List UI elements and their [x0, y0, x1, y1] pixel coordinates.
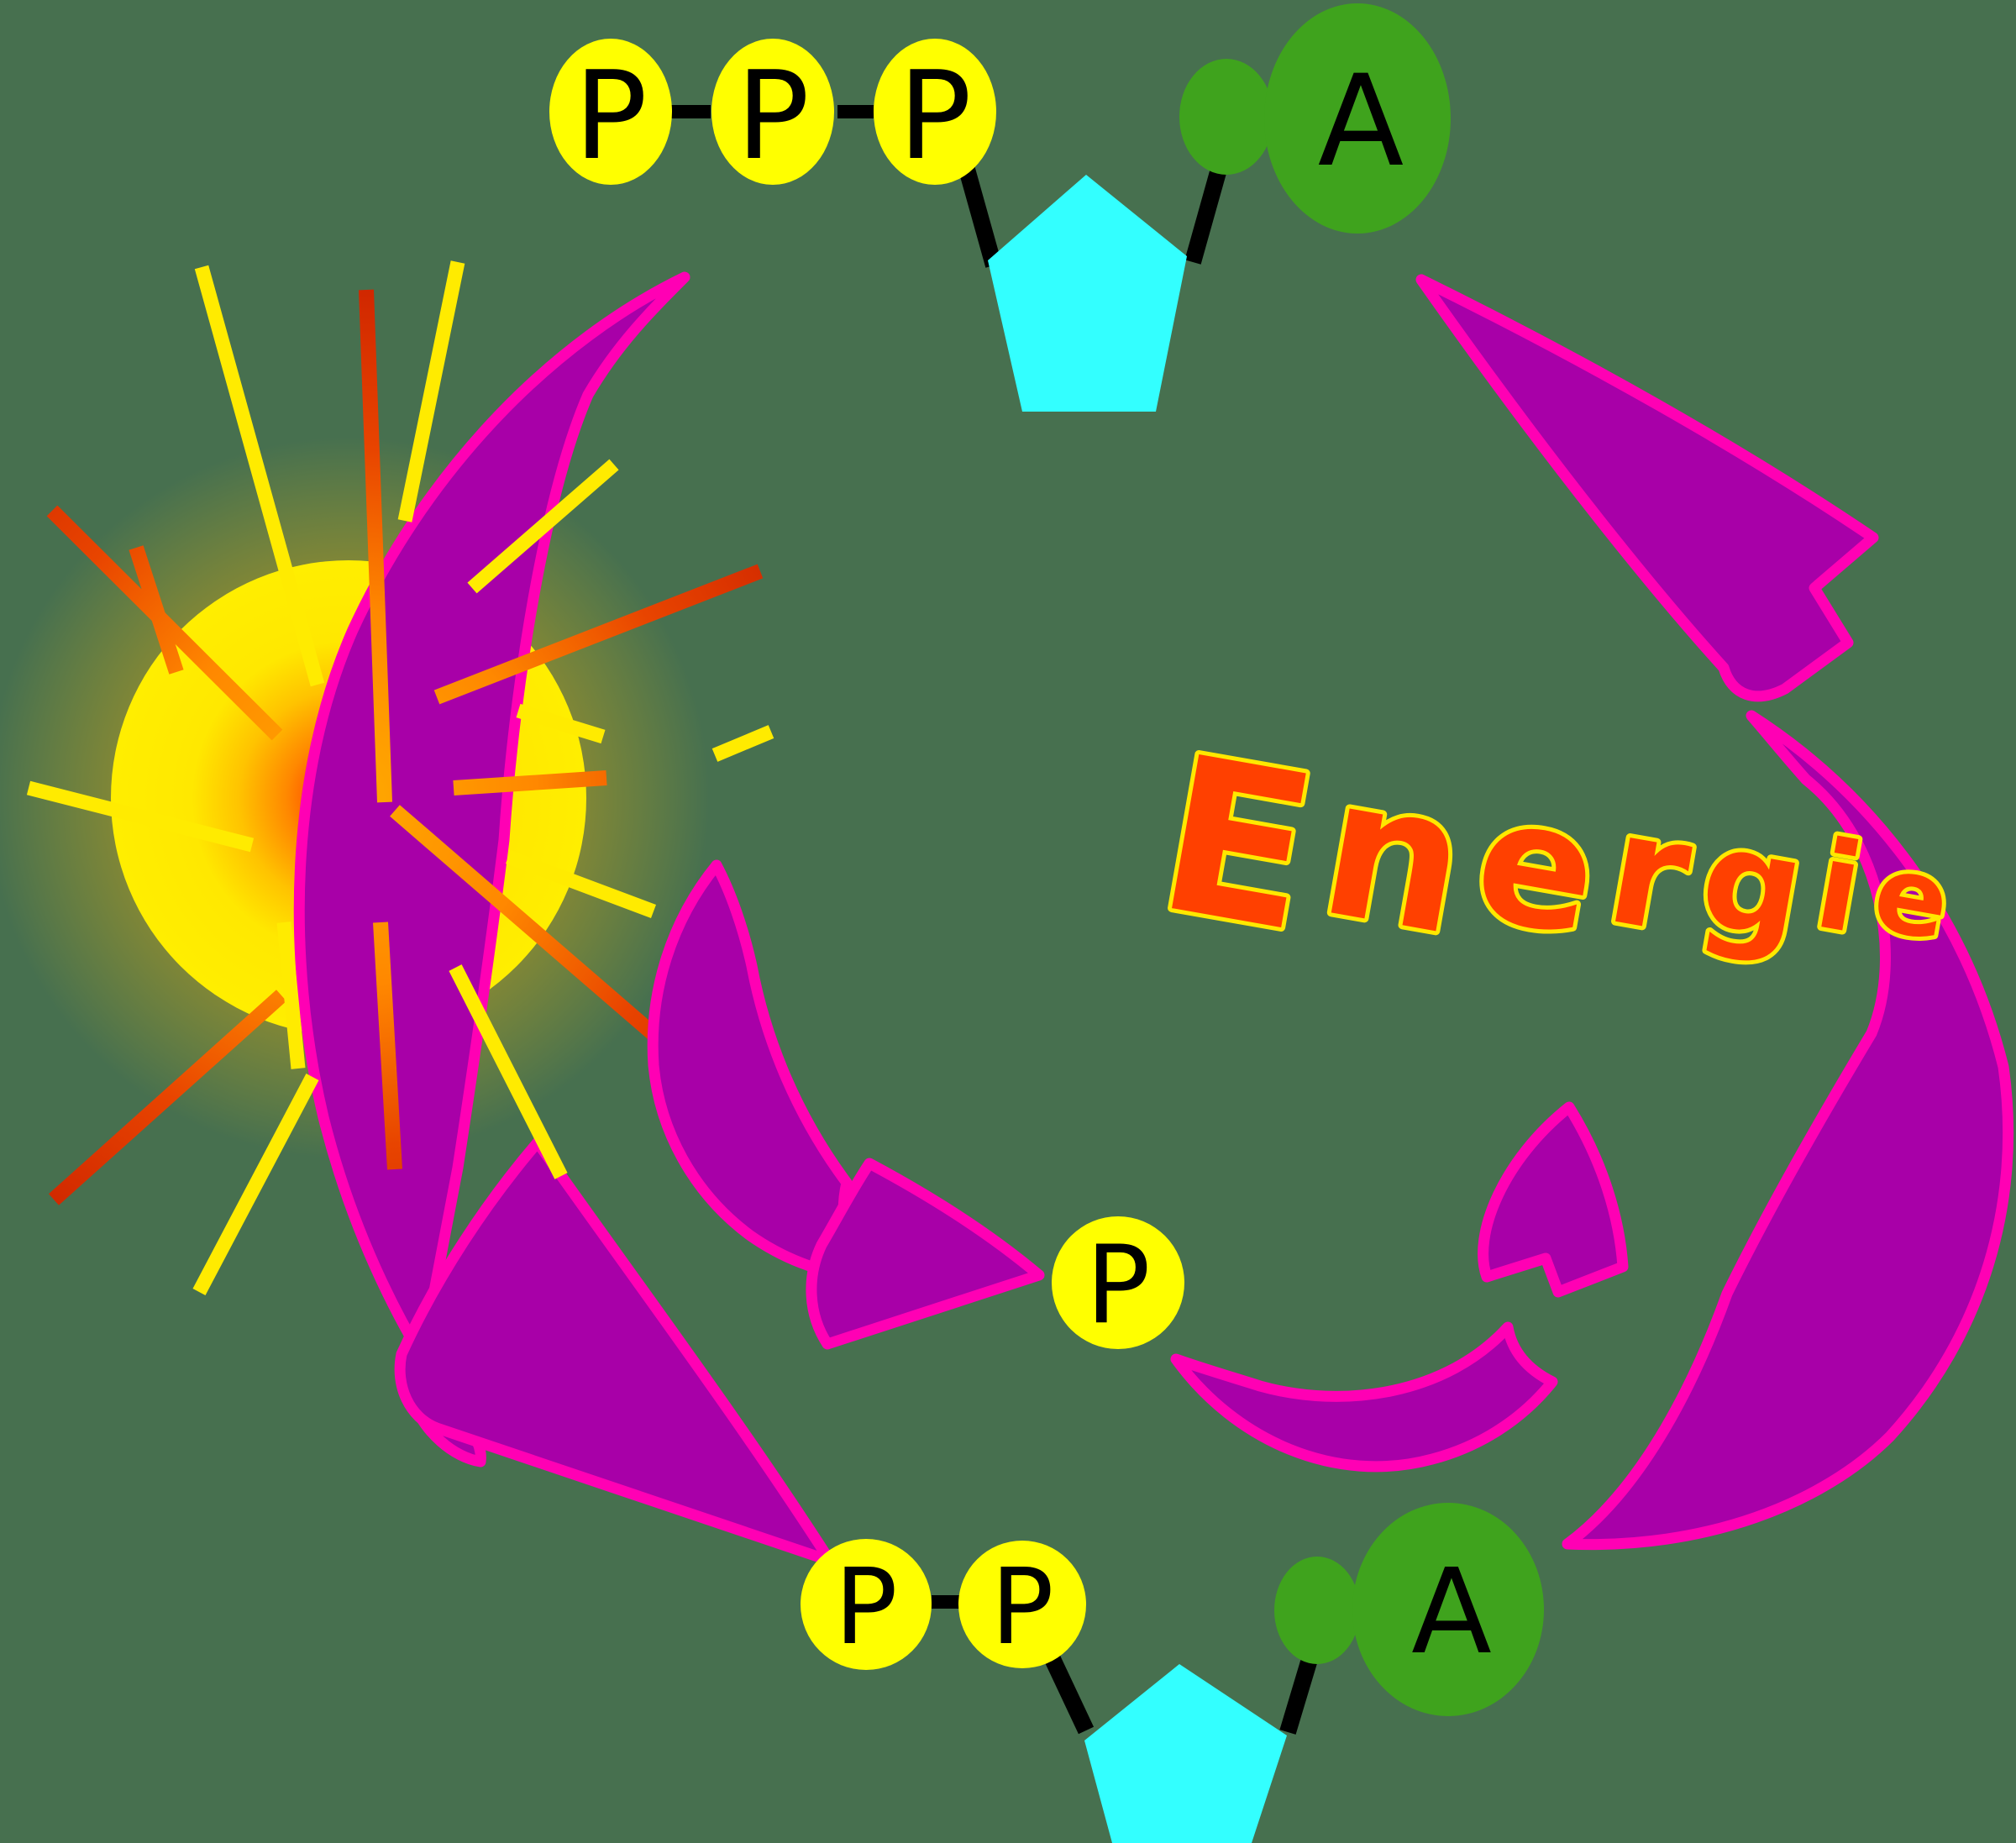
- atp-bond-p3-ribose: [958, 164, 1002, 268]
- energie-letter: n: [1307, 734, 1483, 979]
- arrow-phosphate-release-body: [647, 859, 863, 1283]
- sun-ray: [397, 260, 465, 522]
- sun-ray: [506, 850, 656, 918]
- arrow-right-cycle: [1415, 274, 2014, 1551]
- arrow-right-head: [1415, 274, 1879, 702]
- adp-bond-ribose-adenine: [1279, 1654, 1319, 1735]
- arrow-phosphate-release-head: [806, 1158, 1045, 1350]
- sun-ray: [276, 922, 306, 1069]
- free-phosphate-circle: [1052, 1216, 1184, 1349]
- sun-ray: [390, 805, 690, 1067]
- adp-adenine-circle: [1352, 1503, 1544, 1716]
- atp-adenine-circle: [1264, 3, 1451, 234]
- adp-adenine-label: A: [1411, 1544, 1492, 1681]
- sun-ray: [433, 564, 764, 705]
- atp-adenine-small-circle: [1179, 59, 1273, 175]
- sun-ray: [48, 990, 287, 1205]
- atp-phosphate-1-circle: [549, 39, 672, 185]
- sun-ray: [516, 703, 606, 744]
- sun-ray: [129, 545, 184, 675]
- adp-molecule: P P A: [801, 1503, 1544, 1843]
- sun-ray: [359, 289, 392, 803]
- arrow-left-head: [394, 1137, 836, 1567]
- sun-ray: [192, 1074, 319, 1295]
- sun-ray: [194, 265, 325, 687]
- adp-phosphate-1-label: P: [834, 1546, 897, 1668]
- adp-phosphate-2-circle: [958, 1541, 1086, 1668]
- energie-letter: e: [1462, 759, 1614, 976]
- energie-letter: r: [1596, 777, 1704, 969]
- atp-phosphate-3-label: P: [898, 45, 971, 187]
- arrow-phosphate-return-body: [1170, 1321, 1558, 1473]
- atp-phosphate-1-label: P: [574, 45, 647, 187]
- atp-ribose-pentagon: [988, 175, 1187, 412]
- atp-bond-ribose-adenine: [1184, 170, 1226, 265]
- sun-rays: [26, 260, 774, 1295]
- atp-adenine-label: A: [1318, 49, 1404, 195]
- adp-phosphate-1-circle: [801, 1539, 932, 1670]
- sun-ray: [467, 459, 619, 594]
- energie-text: E n e r g i e: [1143, 710, 1960, 981]
- adp-phosphate-2-label: P: [990, 1546, 1053, 1668]
- adp-ribose-pentagon: [1084, 1664, 1287, 1843]
- atp-phosphate-2-circle: [711, 39, 834, 185]
- atp-phosphate-2-label: P: [736, 45, 809, 187]
- arrow-phosphate-return-head: [1478, 1101, 1629, 1298]
- arrow-phosphate-return: [1170, 1101, 1629, 1473]
- energie-letter: g: [1690, 795, 1818, 972]
- sun-ray: [449, 964, 568, 1179]
- adp-adenine-small-circle: [1274, 1557, 1360, 1664]
- sun-ray: [453, 770, 607, 795]
- sun-ray: [373, 922, 402, 1170]
- energie-letter: i: [1806, 814, 1873, 961]
- arrow-right-body: [1562, 710, 2014, 1551]
- free-phosphate-label: P: [1085, 1223, 1150, 1348]
- atp-phosphate-3-circle: [874, 39, 996, 185]
- adp-bond-p2-ribose: [1044, 1655, 1095, 1735]
- atp-molecule: P P P A: [549, 3, 1451, 412]
- sun-ray: [26, 780, 255, 853]
- sun-ray: [711, 725, 774, 762]
- free-phosphate: P: [1052, 1216, 1184, 1349]
- arrow-phosphate-release: [647, 859, 1045, 1350]
- energie-letter: E: [1143, 710, 1332, 981]
